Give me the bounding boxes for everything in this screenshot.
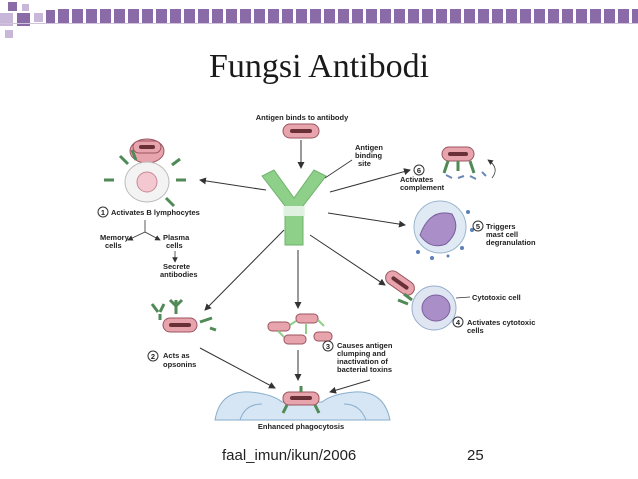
svg-text:Plasma: Plasma <box>163 233 190 242</box>
svg-text:cells: cells <box>166 241 183 250</box>
step-2-badge <box>147 350 159 362</box>
svg-text:Antigen: Antigen <box>355 143 383 152</box>
enhanced-phagocytosis-label: Enhanced phagocytosis <box>258 422 344 431</box>
step-1-label: Activates B lymphocytes <box>111 208 200 217</box>
svg-text:1: 1 <box>101 208 105 217</box>
svg-text:2: 2 <box>151 352 155 361</box>
svg-text:Causes antigen: Causes antigen <box>337 341 393 350</box>
arrow-to-opsonins <box>204 229 285 311</box>
complement-bacterium <box>441 146 496 180</box>
svg-text:Acts as: Acts as <box>163 351 190 360</box>
svg-text:cells: cells <box>467 326 484 335</box>
decorative-rule <box>0 23 638 24</box>
svg-text:inactivation of: inactivation of <box>337 357 388 366</box>
step-4-label: Activates cytotoxic cells <box>467 318 535 335</box>
step-5-label: Triggers mast cell degranulation <box>486 222 536 247</box>
arrow-to-complement <box>329 168 411 193</box>
svg-text:Memory: Memory <box>100 233 130 242</box>
svg-text:complement: complement <box>400 183 445 192</box>
cytotoxic-cell-label: Cytotoxic cell <box>472 293 521 302</box>
antigen-binds-label: Antigen binds to antibody <box>256 113 349 122</box>
arrow-to-mast-cell <box>327 212 406 228</box>
mast-cell <box>413 200 474 260</box>
clumped-antigens <box>267 313 333 345</box>
svg-text:binding: binding <box>355 151 382 160</box>
svg-text:degranulation: degranulation <box>486 238 536 247</box>
arrow-to-cytotoxic <box>309 234 386 286</box>
svg-text:Triggers: Triggers <box>486 222 516 231</box>
svg-text:3: 3 <box>326 342 330 351</box>
plasma-cells-label: Plasma cells <box>163 233 190 250</box>
phagocyte <box>214 386 391 421</box>
secrete-antibodies-label: Secrete antibodies <box>160 262 198 279</box>
page-number: 25 <box>467 447 484 464</box>
step-5-badge <box>472 220 484 232</box>
step-1-badge <box>97 206 109 218</box>
step-3-label: Causes antigen clumping and inactivation… <box>337 341 393 374</box>
svg-text:5: 5 <box>476 222 480 231</box>
svg-text:4: 4 <box>456 318 461 327</box>
arrow-opsonin-to-phagocytosis <box>199 347 276 389</box>
b-lymphocyte-cell <box>104 138 186 208</box>
cytotoxic-cell <box>385 270 457 331</box>
antigen-bacterium-top <box>282 123 320 139</box>
svg-text:antibodies: antibodies <box>160 270 198 279</box>
step-3-badge <box>322 340 334 352</box>
svg-text:cells: cells <box>105 241 122 250</box>
step-4-badge <box>452 316 464 328</box>
memory-cells-label: Memory cells <box>100 233 130 250</box>
slide-title: Fungsi Antibodi <box>208 48 430 85</box>
svg-text:Activates cytotoxic: Activates cytotoxic <box>467 318 535 327</box>
opsonin-bacterium <box>150 298 217 333</box>
svg-text:site: site <box>358 159 371 168</box>
svg-text:bacterial toxins: bacterial toxins <box>337 365 392 374</box>
footer-source: faal_imun/ikun/2006 <box>222 447 357 464</box>
svg-text:clumping and: clumping and <box>337 349 386 358</box>
antigen-site-label: Antigen binding site <box>355 143 383 168</box>
central-antibody <box>261 169 327 246</box>
arrow-to-b-lymphocytes <box>199 177 267 191</box>
svg-text:Secrete: Secrete <box>163 262 190 271</box>
svg-text:mast cell: mast cell <box>486 230 518 239</box>
svg-text:opsonins: opsonins <box>163 360 196 369</box>
svg-text:Activates: Activates <box>400 175 433 184</box>
step-6-badge <box>413 164 425 176</box>
decorative-stripe-bar <box>58 9 638 23</box>
svg-text:6: 6 <box>417 166 421 175</box>
antigen-site-pointer <box>324 159 353 179</box>
step-2-label: Acts as opsonins <box>163 351 196 369</box>
step-6-label: Activates complement <box>400 175 445 192</box>
